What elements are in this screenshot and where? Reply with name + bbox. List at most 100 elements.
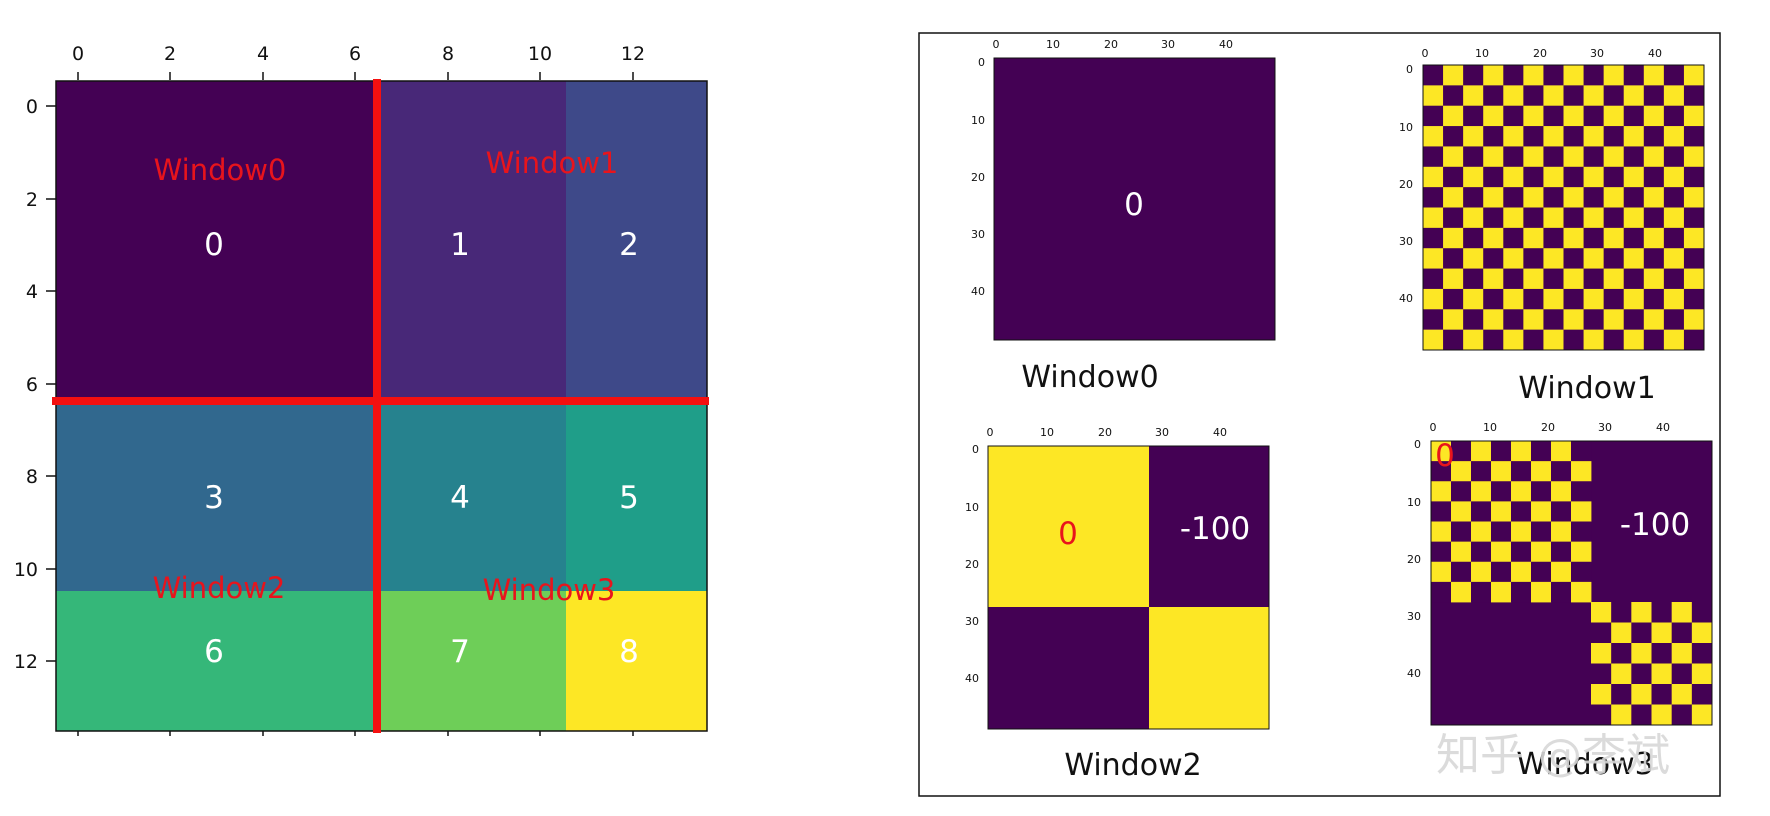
checker-square: [1431, 501, 1452, 522]
checker-square: [1651, 602, 1673, 623]
checker-square: [1583, 268, 1605, 290]
checker-square: [1631, 622, 1652, 644]
checker-square: [1623, 288, 1645, 310]
tick-label: 10: [528, 43, 552, 65]
tick-label: 30: [971, 228, 985, 241]
checker-square: [1463, 329, 1484, 351]
checker-square: [1443, 227, 1464, 249]
checker-square: [1683, 288, 1705, 310]
window-label: Window1: [486, 146, 619, 180]
checker-square: [1571, 481, 1592, 502]
checker-square: [1663, 248, 1685, 269]
checker-square: [1663, 288, 1685, 310]
checker-square: [1511, 441, 1532, 462]
checker-square: [1583, 85, 1605, 107]
tick-label: 0: [72, 43, 84, 65]
checker-square: [1591, 704, 1612, 726]
tick-label: 0: [993, 38, 1000, 51]
checker-square: [1663, 227, 1685, 249]
checker-square: [1683, 105, 1705, 127]
tick-label: 40: [1399, 292, 1413, 305]
checker-square: [1531, 441, 1552, 462]
checker-square: [1483, 187, 1504, 208]
tick-label: 4: [257, 43, 269, 65]
checker-square: [1643, 146, 1665, 168]
checker-square: [1423, 207, 1444, 229]
checker-square: [1443, 166, 1464, 188]
checker-square: [1523, 309, 1544, 331]
checker-square: [1511, 541, 1532, 563]
checker-square: [1623, 126, 1645, 147]
checker-square: [1463, 248, 1484, 269]
checker-square: [1611, 602, 1632, 623]
checker-square: [1563, 166, 1584, 188]
checker-square: [1491, 461, 1512, 482]
checker-square: [1431, 441, 1452, 462]
tick-label: 20: [1533, 47, 1547, 60]
checker-square: [1431, 481, 1452, 502]
checker-square: [1471, 541, 1492, 563]
checker-square: [1511, 481, 1532, 502]
panel-y-axis: 0 10 20 30 40: [1399, 63, 1413, 305]
checker-square: [1523, 166, 1544, 188]
checker-square: [1443, 248, 1464, 269]
checker-square: [1531, 561, 1552, 583]
mask-value: 0: [1124, 187, 1144, 223]
checker-square: [1683, 166, 1705, 188]
checker-square: [1571, 541, 1592, 563]
mask-panel-window0: 0 10 20 30 40 0 10 20 30 40 0 Window0: [971, 38, 1276, 395]
checker-square: [1543, 309, 1564, 331]
checker-square: [1531, 581, 1552, 603]
checker-square: [1603, 146, 1625, 168]
checker-square: [1643, 329, 1665, 351]
checker-square: [1591, 622, 1612, 644]
grid-cell-4: [377, 401, 566, 591]
checker-square: [1643, 187, 1665, 208]
mask-cell: [993, 57, 1276, 341]
checker-square: [1531, 461, 1552, 482]
checker-square: [1631, 643, 1652, 664]
checker-square: [1463, 146, 1484, 168]
tick-label: 12: [621, 43, 645, 65]
checker-square: [1623, 187, 1645, 208]
checker-square: [1451, 501, 1472, 522]
checker-square: [1563, 85, 1584, 107]
tick-label: 20: [971, 171, 985, 184]
checker-square: [1683, 126, 1705, 147]
checker-square: [1443, 207, 1464, 229]
checker-square: [1451, 481, 1472, 502]
checker-square: [1463, 207, 1484, 229]
checker-square: [1483, 288, 1504, 310]
checker-square: [1603, 85, 1625, 107]
checker-square: [1523, 227, 1544, 249]
checker-square: [1551, 461, 1572, 482]
checker-square: [1591, 663, 1612, 685]
tick-label: 10: [965, 501, 979, 514]
checker-square: [1663, 105, 1685, 127]
checker-square: [1551, 441, 1572, 462]
checker-square: [1563, 309, 1584, 331]
checker-square: [1483, 166, 1504, 188]
checker-square: [1531, 501, 1552, 522]
mask-panel-window1: 0 10 20 30 40 0 10 20 30 40 Window1: [1399, 47, 1705, 406]
tick-label: 40: [1213, 426, 1227, 439]
checker-square: [1523, 207, 1544, 229]
tick-label: 40: [1656, 421, 1670, 434]
checker-square: [1543, 329, 1564, 351]
tick-label: 0: [26, 96, 38, 118]
tick-label: 10: [1046, 38, 1060, 51]
checker-square: [1591, 602, 1612, 623]
cell-number: 8: [619, 634, 639, 670]
checker-square: [1543, 166, 1564, 188]
checker-square: [1511, 581, 1532, 603]
checker-square: [1643, 105, 1665, 127]
checker-square: [1651, 622, 1673, 644]
tick-label: 8: [26, 466, 38, 488]
checker-square: [1543, 105, 1564, 127]
window-label: Window3: [483, 573, 616, 607]
tick-label: 2: [26, 189, 38, 211]
tick-label: 30: [1590, 47, 1604, 60]
checker-square: [1683, 187, 1705, 208]
mask-cell: [1149, 607, 1269, 729]
tick-label: 0: [978, 56, 985, 69]
